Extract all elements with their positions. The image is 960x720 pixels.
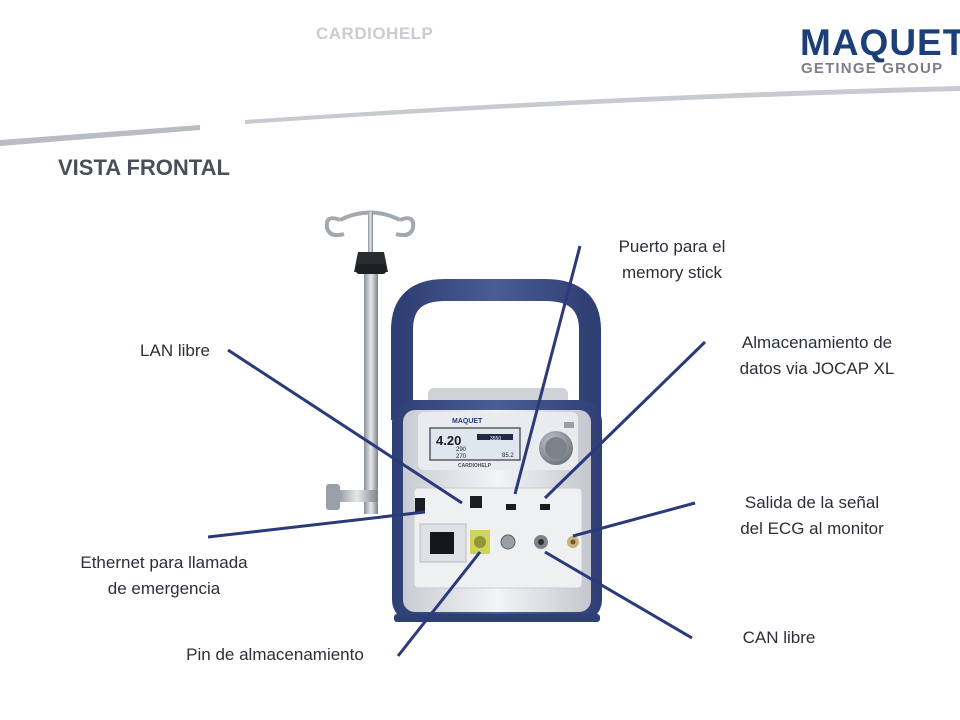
section-title: VISTA FRONTAL: [58, 155, 230, 180]
label-jocap-line2: datos via JOCAP XL: [739, 359, 895, 378]
device-model: CARDIOHELP: [458, 463, 492, 469]
cardiohelp-device: MAQUET 4.20 3550 290 270 85.2 CARDIOHELP: [391, 279, 602, 622]
label-jocap-line1: Almacenamiento de: [741, 333, 893, 352]
label-jocap: Almacenamiento de datos via JOCAP XL: [712, 330, 922, 382]
label-memory-stick-line2: memory stick: [621, 263, 723, 282]
label-ethernet: Ethernet para llamada de emergencia: [44, 550, 284, 602]
label-memory-stick-line1: Puerto para el: [618, 237, 726, 256]
ethernet-port-icon: [415, 498, 425, 512]
power-socket-icon: [430, 532, 454, 554]
callout-can: [544, 550, 693, 640]
callout-lan: [227, 348, 463, 505]
device-screen: [429, 427, 521, 461]
header-swoosh: [0, 86, 960, 146]
screen-value-4: 3550: [490, 436, 501, 442]
label-ecg-line1: Salida de la señal: [744, 493, 880, 512]
label-ecg: Salida de la señal del ECG al monitor: [712, 490, 912, 542]
lan-port-icon: [470, 496, 482, 508]
label-ecg-line2: del ECG al monitor: [740, 519, 884, 538]
screen-value-2: 270: [456, 454, 467, 460]
label-ethernet-line1: Ethernet para llamada: [80, 553, 248, 572]
callout-pin: [396, 551, 482, 657]
label-memory-stick: Puerto para el memory stick: [592, 234, 752, 286]
screen-primary-value: 4.20: [436, 433, 461, 448]
label-pin: Pin de almacenamiento: [186, 645, 364, 664]
callout-ecg: [572, 501, 696, 538]
logo-subtitle: GETINGE GROUP: [801, 60, 944, 77]
callout-jocap: [543, 340, 707, 500]
label-can: CAN libre: [742, 628, 816, 647]
iv-pole: [324, 210, 416, 514]
usb-port-icon: [540, 504, 550, 510]
maquet-logo: MAQUET: [800, 22, 960, 63]
callout-ethernet: [207, 510, 426, 539]
label-ethernet-line2: de emergencia: [107, 579, 221, 598]
device-brand: MAQUET: [452, 418, 483, 425]
screen-value-3: 85.2: [502, 453, 514, 459]
label-lan: LAN libre: [140, 341, 210, 360]
header-title: CARDIOHELP: [316, 24, 434, 43]
callout-memory-stick: [513, 245, 582, 495]
callout-lines: [207, 245, 707, 657]
screen-value-1: 290: [456, 447, 467, 453]
usb-port-icon: [506, 504, 516, 510]
